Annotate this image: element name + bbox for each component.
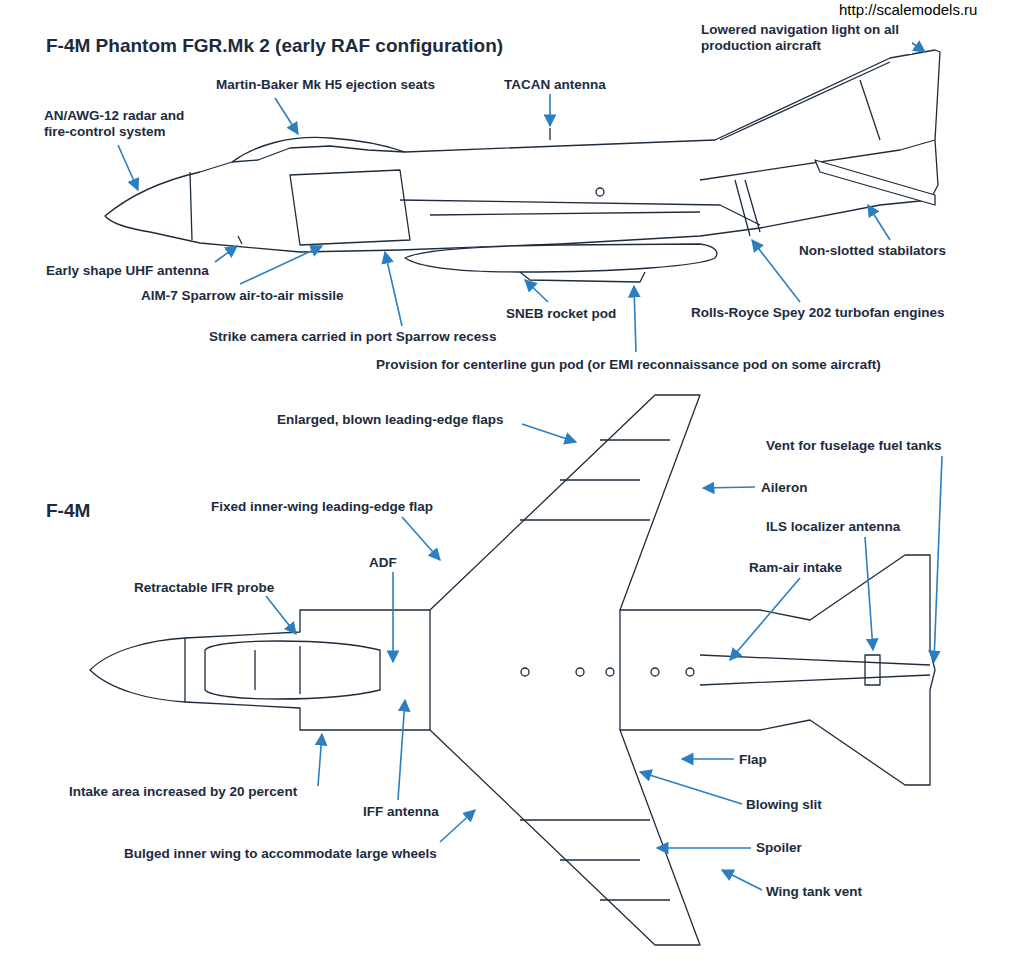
callout-label: Wing tank vent <box>765 884 863 900</box>
callout-label: Martin-Baker Mk H5 ejection seats <box>215 77 436 93</box>
callout-label: Flap <box>738 752 768 768</box>
callout-label: IFF antenna <box>362 804 440 820</box>
callout-label: Rolls-Royce Spey 202 turbofan engines <box>690 305 946 321</box>
callout-label: Fixed inner-wing leading-edge flap <box>210 499 434 515</box>
callout-label: Lowered navigation light on all producti… <box>700 22 912 54</box>
callout-label: Enlarged, blown leading-edge flaps <box>276 412 505 428</box>
callout-label: Provision for centerline gun pod (or EMI… <box>375 357 882 373</box>
callout-label: Strike camera carried in port Sparrow re… <box>208 329 497 345</box>
view-heading: F-4M <box>45 500 91 522</box>
callout-label: Retractable IFR probe <box>133 580 275 596</box>
callout-label: Spoiler <box>755 840 803 856</box>
callout-label: Non-slotted stabilators <box>798 243 947 259</box>
callout-label: Bulged inner wing to accommodate large w… <box>123 846 438 862</box>
callout-label: AIM-7 Sparrow air-to-air missile <box>140 288 345 304</box>
callout-label: Vent for fuselage fuel tanks <box>765 438 943 454</box>
watermark: http://scalemodels.ru <box>836 0 980 20</box>
callout-label: Blowing slit <box>745 797 823 813</box>
callout-label: Early shape UHF antenna <box>45 263 210 279</box>
callout-label: TACAN antenna <box>503 77 607 93</box>
callout-label: ILS localizer antenna <box>765 519 901 535</box>
callout-label: SNEB rocket pod <box>505 306 617 322</box>
callout-label: Aileron <box>760 480 809 496</box>
callout-label: Intake area increased by 20 percent <box>68 784 298 800</box>
callout-label: ADF <box>368 555 398 571</box>
callout-label: Ram-air intake <box>748 560 843 576</box>
diagram-title: F-4M Phantom FGR.Mk 2 (early RAF configu… <box>45 35 504 57</box>
callout-label: AN/AWG-12 radar and fire-control system <box>43 108 210 140</box>
